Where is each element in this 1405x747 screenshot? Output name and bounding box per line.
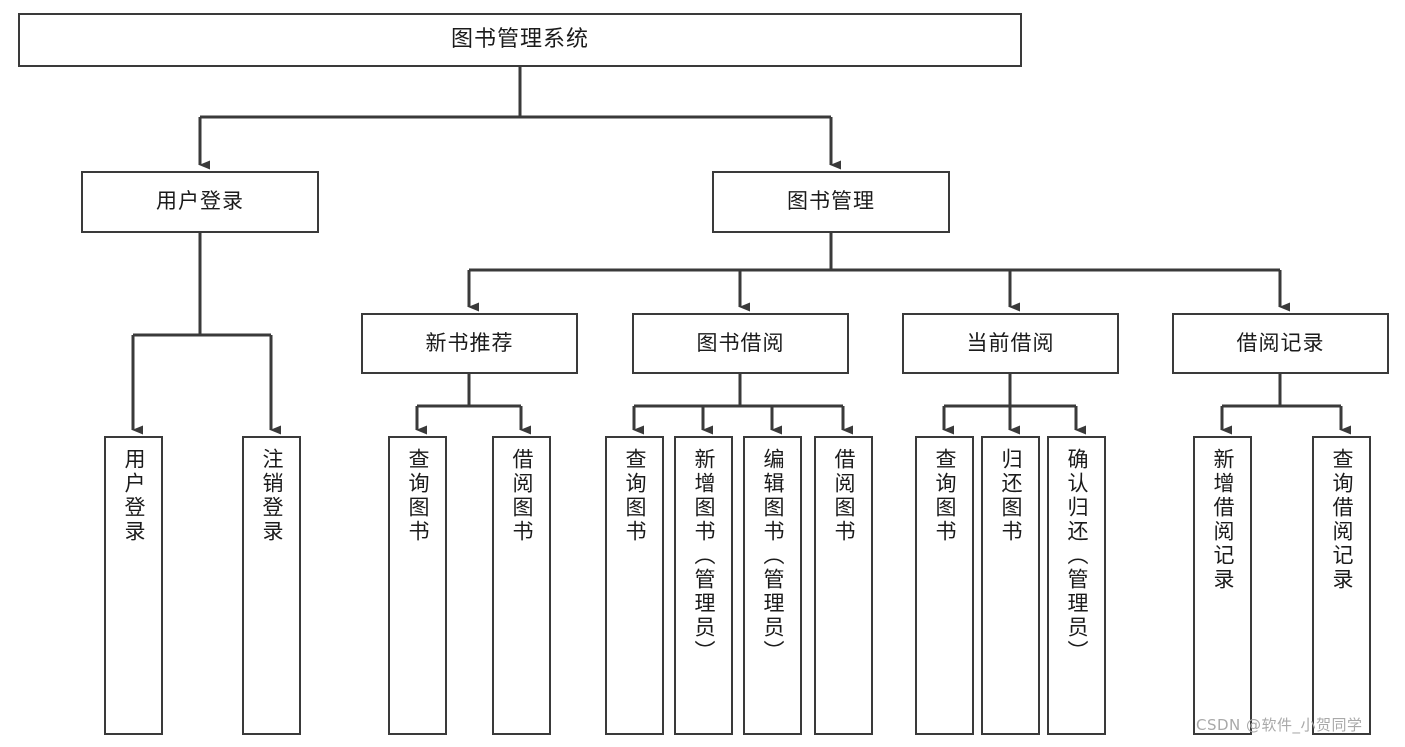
node-label: 新书推荐 <box>425 330 514 355</box>
node-label: 归还图书 <box>999 448 1023 544</box>
node-label: 确认归还（管理员） <box>1065 448 1089 664</box>
node-label: 用户登录 <box>122 448 146 544</box>
node-label: 图书管理 <box>787 189 875 214</box>
node-user-login[interactable]: 用户登录 <box>81 171 319 233</box>
node-label: 注销登录 <box>260 448 284 544</box>
leaf-current-return-book[interactable]: 归还图书 <box>981 436 1040 735</box>
node-label: 借阅图书 <box>510 448 534 544</box>
node-label: 新增图书（管理员） <box>692 448 716 664</box>
node-current-borrow[interactable]: 当前借阅 <box>902 313 1119 374</box>
node-label: 查询图书 <box>933 448 957 544</box>
node-label: 图书借阅 <box>696 330 785 355</box>
node-book-management[interactable]: 图书管理 <box>712 171 950 233</box>
leaf-user-login[interactable]: 用户登录 <box>104 436 163 735</box>
node-label: 编辑图书（管理员） <box>761 448 785 664</box>
leaf-user-logout[interactable]: 注销登录 <box>242 436 301 735</box>
leaf-recommend-borrow-book[interactable]: 借阅图书 <box>492 436 551 735</box>
node-label: 借阅记录 <box>1236 330 1325 355</box>
node-label: 查询图书 <box>623 448 647 544</box>
leaf-record-add[interactable]: 新增借阅记录 <box>1193 436 1252 735</box>
node-borrow-record[interactable]: 借阅记录 <box>1172 313 1389 374</box>
leaf-current-query-book[interactable]: 查询图书 <box>915 436 974 735</box>
node-label: 查询借阅记录 <box>1330 448 1354 592</box>
leaf-recommend-query-book[interactable]: 查询图书 <box>388 436 447 735</box>
node-label: 当前借阅 <box>966 330 1055 355</box>
leaf-record-query[interactable]: 查询借阅记录 <box>1312 436 1371 735</box>
node-book-borrow[interactable]: 图书借阅 <box>632 313 849 374</box>
node-label: 借阅图书 <box>832 448 856 544</box>
node-root-system[interactable]: 图书管理系统 <box>18 13 1022 67</box>
node-label: 新增借阅记录 <box>1211 448 1235 592</box>
node-label: 查询图书 <box>406 448 430 544</box>
leaf-borrow-query-book[interactable]: 查询图书 <box>605 436 664 735</box>
leaf-current-confirm-return[interactable]: 确认归还（管理员） <box>1047 436 1106 735</box>
node-label: 图书管理系统 <box>450 26 589 52</box>
leaf-borrow-borrow-book[interactable]: 借阅图书 <box>814 436 873 735</box>
csdn-watermark: CSDN @软件_小贺同学 <box>1196 716 1363 734</box>
leaf-borrow-add-book[interactable]: 新增图书（管理员） <box>674 436 733 735</box>
node-new-book-recommend[interactable]: 新书推荐 <box>361 313 578 374</box>
node-label: 用户登录 <box>156 189 244 214</box>
leaf-borrow-edit-book[interactable]: 编辑图书（管理员） <box>743 436 802 735</box>
